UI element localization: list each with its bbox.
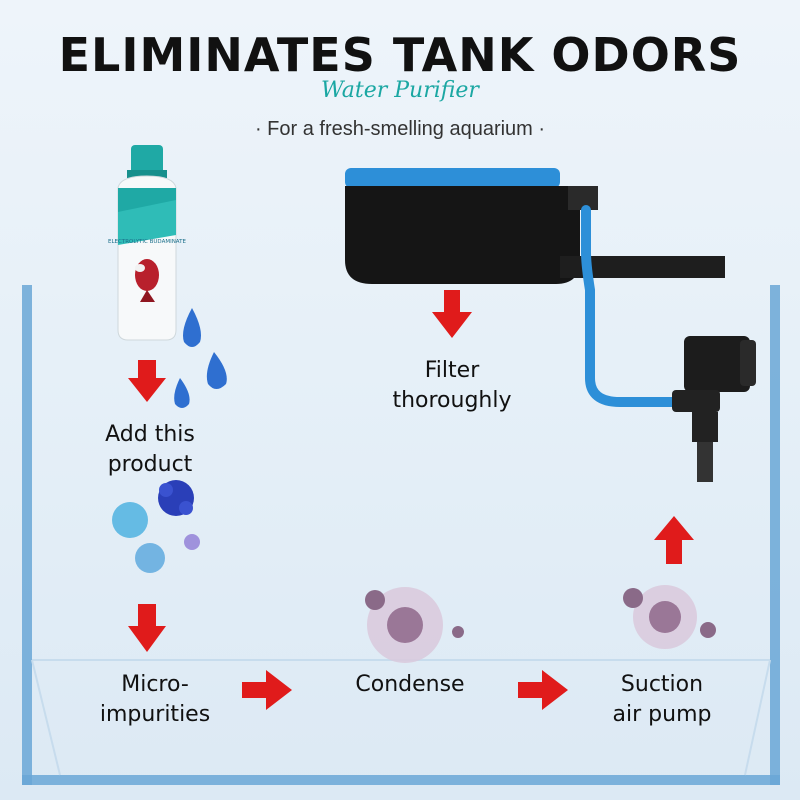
arrow-up-suction [654, 516, 694, 564]
arrow-down-micro [128, 604, 166, 652]
tagline: · For a fresh-smelling aquarium · [254, 118, 546, 140]
water-droplets [174, 308, 227, 408]
flow-arrows [128, 290, 694, 710]
step-suction: Suction air pump [612, 672, 712, 727]
script-subtitle: Water Purifier [321, 78, 479, 103]
suction-particles [623, 585, 716, 649]
product-bottle: ELECTROLYTIC BUDAMINATE [108, 145, 187, 341]
arrow-right-2 [518, 670, 568, 710]
step-condense: Condense [355, 672, 465, 697]
condense-particles [365, 587, 464, 663]
step-filter: Filter thoroughly [392, 358, 512, 413]
step-micro-impurities: Micro- impurities [99, 672, 211, 727]
air-pump [672, 336, 756, 482]
micro-impurity-particles [112, 480, 200, 573]
step-add-product: Add this product [105, 422, 195, 477]
arrow-down-product [128, 360, 166, 402]
bottle-label-text: ELECTROLYTIC BUDAMINATE [108, 239, 187, 245]
headline: ELIMINATES TANK ODORS [58, 28, 742, 82]
filter-unit [345, 168, 725, 284]
filter-hose [581, 205, 677, 407]
arrow-down-filter [432, 290, 472, 338]
arrow-right-1 [242, 670, 292, 710]
